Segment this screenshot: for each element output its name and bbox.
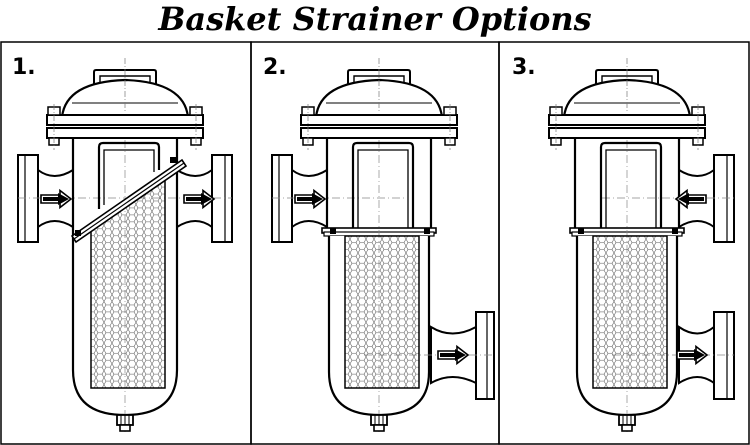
strainer-option-1: [17, 56, 233, 432]
strainer-option-2: [271, 56, 495, 432]
panel-number-3: 3.: [512, 55, 536, 80]
panel-number-2: 2.: [263, 55, 287, 80]
panel-3-frame: [498, 41, 750, 445]
strainer-option-3: [547, 56, 735, 432]
diagram-title: Basket Strainer Options: [158, 0, 592, 38]
panel-number-1: 1.: [12, 55, 36, 80]
